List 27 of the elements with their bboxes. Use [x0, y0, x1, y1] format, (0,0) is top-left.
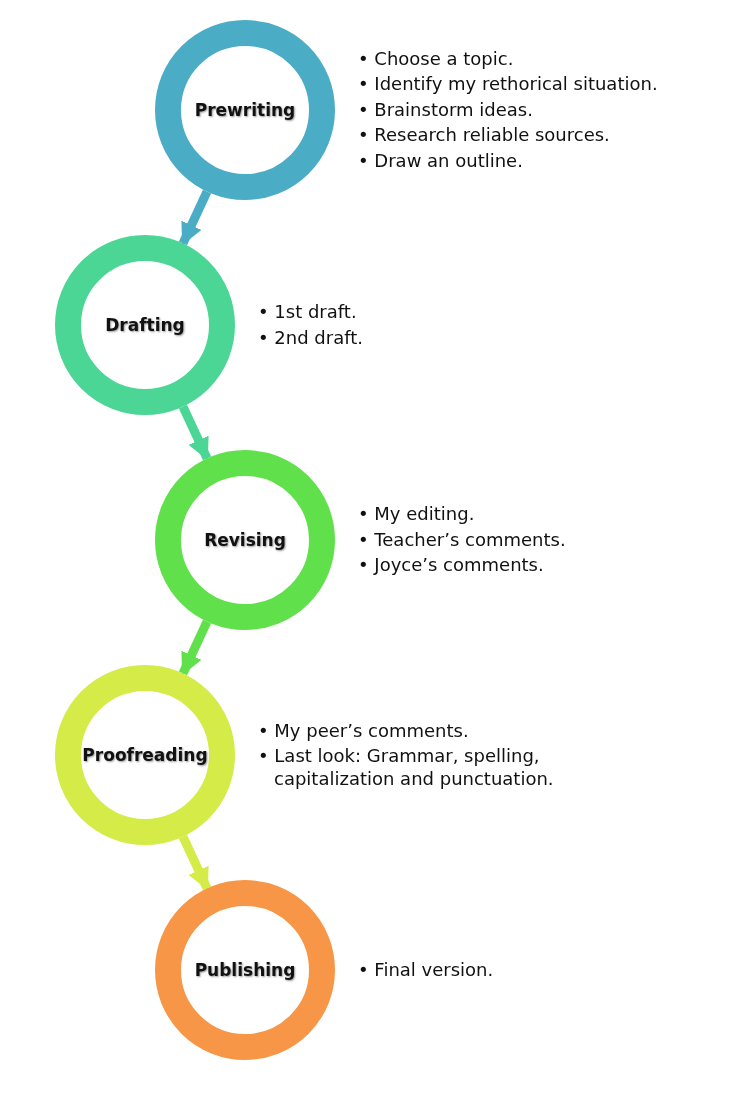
stage-label: Prewriting	[194, 100, 296, 120]
arrow	[178, 189, 212, 246]
stage-ring	[155, 880, 335, 1060]
bullet-point: • Teacher’s comments.	[358, 528, 566, 551]
bullet-point: • 2nd draft.	[258, 326, 363, 349]
arrow	[178, 619, 212, 676]
arrow	[178, 834, 212, 891]
stage-label: Revising	[204, 530, 286, 550]
stage-label: Publishing	[194, 960, 296, 980]
bullet-point: • 1st draft.	[258, 301, 358, 324]
bullet-point: • My editing.	[358, 503, 476, 526]
bullet-point: • Final version.	[358, 958, 494, 981]
stage-label: Proofreading	[82, 745, 208, 765]
bullet-point: • Joyce’s comments.	[358, 554, 545, 577]
stage-ring	[155, 450, 335, 630]
bullet-point: • My peer’s comments.	[258, 719, 470, 742]
bullet-point: • Last look: Grammar, spelling, capitalization and punctuation.	[258, 745, 555, 790]
stage-ring	[55, 665, 235, 845]
arrow	[178, 404, 212, 461]
stage-ring	[155, 20, 335, 200]
bullet-point: • Identify my rethorical situation.	[358, 73, 658, 96]
bullet-point: • Draw an outline.	[358, 149, 524, 172]
bullet-point: • Choose a topic.	[358, 47, 515, 70]
bullet-point: • Research reliable sources.	[358, 124, 611, 147]
bullet-point: • Brainstorm ideas.	[358, 98, 534, 121]
stage-label: Drafting	[105, 315, 185, 335]
stage-ring	[55, 235, 235, 415]
